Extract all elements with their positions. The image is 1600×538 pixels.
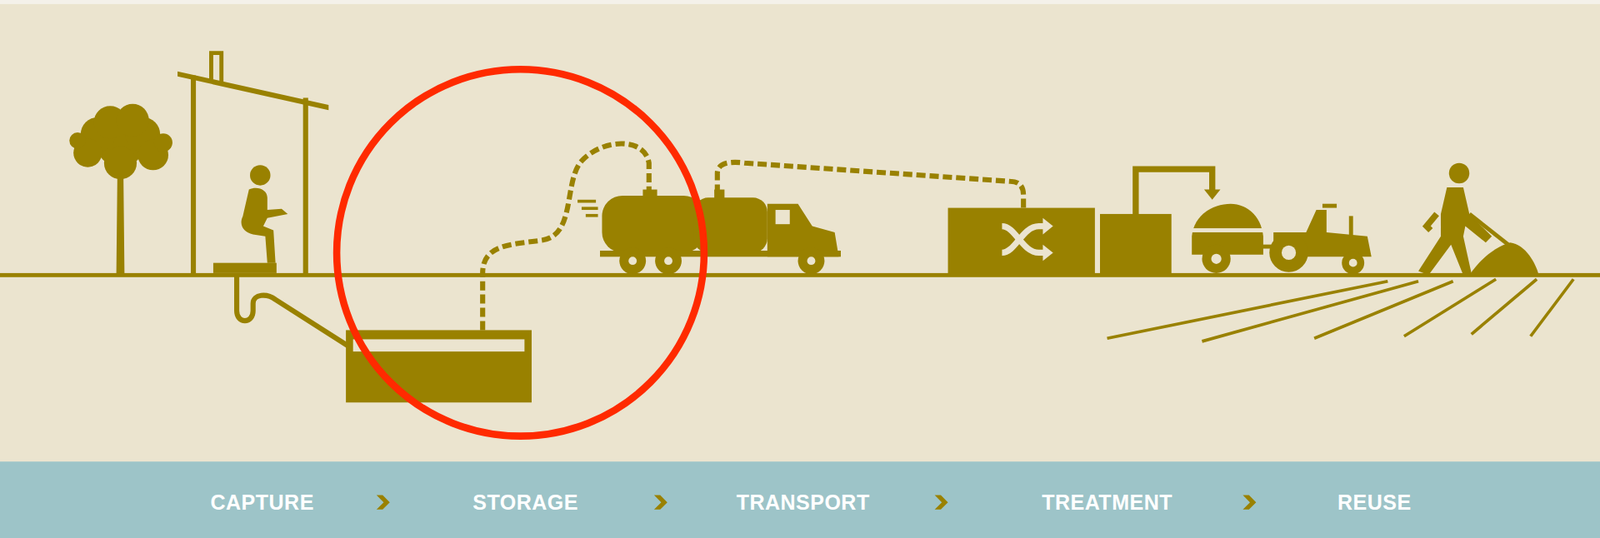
stage-label: REUSE (1337, 490, 1412, 515)
highlight-circle (336, 69, 705, 436)
furrow (1471, 279, 1537, 335)
furrow (1201, 281, 1419, 342)
tree-canopy (116, 104, 150, 137)
tractor-wheel (1269, 233, 1309, 272)
mixing-symbol (1001, 226, 1045, 254)
stage-label: TREATMENT (1041, 490, 1173, 515)
chevron (1242, 495, 1256, 510)
field-furrows (1107, 279, 1575, 342)
truck-wheel (619, 247, 646, 275)
mixing-arrowhead (1042, 218, 1053, 235)
truck-tank (601, 195, 704, 254)
stage-label: STORAGE (472, 490, 579, 515)
tractor (1191, 204, 1372, 275)
wheel-hub (1281, 245, 1296, 260)
squat-slab (213, 263, 277, 274)
treatment-plant (948, 169, 1221, 275)
furrow (1530, 279, 1574, 337)
tree-canopy (154, 133, 173, 152)
wheel-hub (1349, 259, 1358, 268)
transfer-pipe (1135, 169, 1213, 215)
vent-pipe (209, 50, 224, 82)
chevron (654, 495, 668, 510)
mixing-arrowhead (1042, 245, 1053, 262)
vacuum-truck (577, 190, 841, 275)
truck-cab (767, 204, 840, 258)
wheel-hub (628, 256, 637, 265)
truck-wheel (798, 247, 825, 275)
latrine-post (303, 97, 309, 275)
top-edge (0, 0, 1600, 5)
ground-line (0, 273, 1600, 278)
illustration (0, 50, 1600, 403)
treatment-unit (948, 208, 1095, 276)
truck-wheel (655, 247, 682, 275)
wheel-hub (1210, 254, 1221, 265)
discharge-hose (717, 162, 1024, 210)
compost-pile (1469, 242, 1539, 275)
mixing-symbol (1001, 226, 1045, 254)
tree-canopy (104, 146, 137, 180)
worker-head (1449, 163, 1470, 184)
chevron (935, 495, 949, 510)
tree-canopy (69, 132, 86, 150)
drain-pipe (236, 275, 352, 349)
latrine-post (190, 75, 196, 276)
tractor-seat (1322, 204, 1337, 209)
chevron (376, 495, 390, 510)
speed-line (581, 206, 599, 210)
tractor-wheel (1341, 251, 1365, 275)
trailer-wheel (1201, 245, 1230, 274)
tank-liquid-gap (353, 339, 525, 352)
wheel-hub (807, 256, 816, 265)
squatting-person (241, 188, 289, 264)
person-head (250, 165, 270, 185)
stage-label: TRANSPORT (736, 490, 870, 515)
latrine (177, 50, 329, 275)
furrow (1314, 281, 1454, 340)
pipe-outlet (1204, 190, 1221, 200)
speed-line (585, 214, 599, 218)
trailer-rim (1191, 228, 1264, 233)
treatment-unit (1100, 214, 1172, 275)
worker-arm (1426, 214, 1437, 231)
rake-handle (1469, 214, 1509, 245)
wheel-hub (664, 256, 673, 265)
latrine-roof (177, 71, 329, 110)
tank-hatch (642, 190, 657, 199)
trailer-load (1191, 204, 1264, 255)
stage-label: CAPTURE (210, 490, 315, 515)
farm-worker (1418, 163, 1539, 276)
speed-line (577, 200, 596, 204)
cab-window (775, 210, 790, 225)
furrow (1404, 279, 1496, 337)
tree (69, 104, 173, 276)
stage-band (0, 461, 1600, 538)
exhaust (1349, 215, 1354, 236)
